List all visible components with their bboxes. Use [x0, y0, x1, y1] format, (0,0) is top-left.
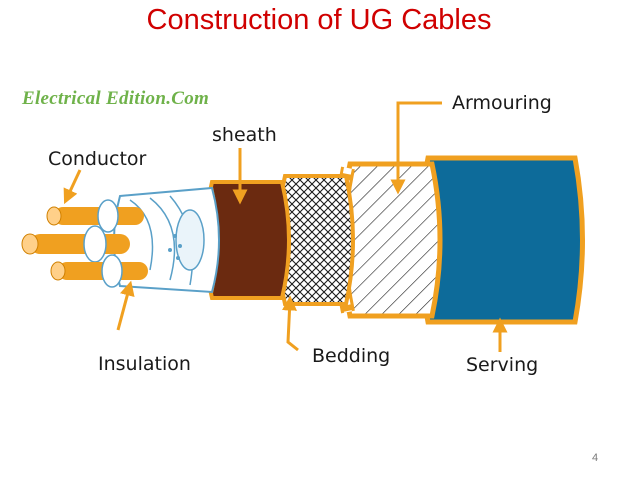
- serving-layer: [417, 155, 585, 325]
- conductor-middle: [21, 225, 130, 263]
- label-serving: Serving: [466, 354, 538, 376]
- armouring-arrow: [390, 101, 442, 195]
- label-sheath: sheath: [212, 124, 277, 146]
- slide-title: Construction of UG Cables: [146, 4, 492, 36]
- page-number: 4: [592, 452, 599, 464]
- bedding-arrow: [282, 295, 299, 352]
- label-bedding: Bedding: [312, 345, 390, 367]
- watermark-text: Electrical Edition.Com: [22, 88, 210, 109]
- label-insulation: Insulation: [98, 353, 191, 375]
- conductor-bottom: [50, 254, 148, 288]
- conductor-arrow: [63, 169, 82, 205]
- insulation-arrow: [116, 280, 135, 331]
- conductor-top: [46, 199, 144, 233]
- armouring-layer: [339, 161, 443, 319]
- label-conductor: Conductor: [48, 148, 147, 170]
- label-armouring: Armouring: [452, 92, 552, 114]
